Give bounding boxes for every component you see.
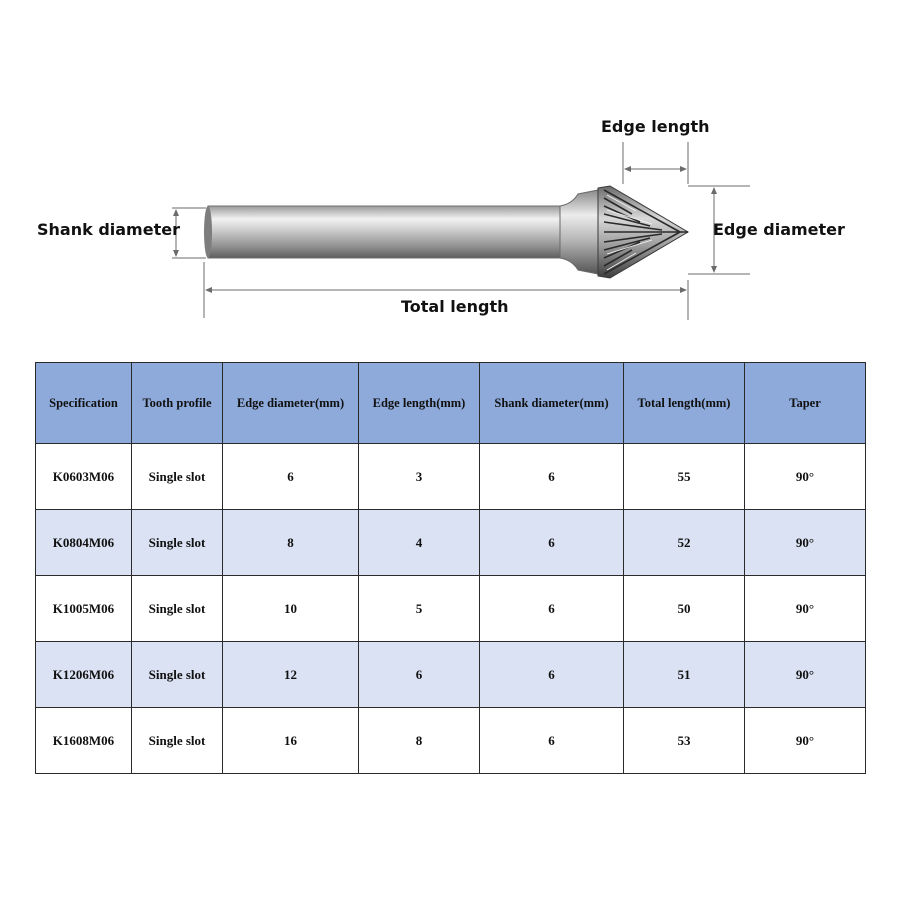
cell-tooth-profile: Single slot bbox=[131, 509, 223, 576]
shank bbox=[204, 205, 561, 259]
cell-edge-diameter: 12 bbox=[222, 641, 359, 708]
cell-taper: 90° bbox=[744, 443, 866, 510]
table-row: K0804M06 Single slot 8 4 6 52 90° bbox=[35, 509, 866, 576]
specification-table: Specification Tooth profile Edge diamete… bbox=[35, 362, 866, 774]
header-tooth-profile: Tooth profile bbox=[131, 362, 223, 444]
header-shank-diameter: Shank diameter(mm) bbox=[479, 362, 624, 444]
table-row: K1005M06 Single slot 10 5 6 50 90° bbox=[35, 575, 866, 642]
cell-shank-diameter: 6 bbox=[479, 707, 624, 774]
cell-specification: K0804M06 bbox=[35, 509, 132, 576]
cell-total-length: 50 bbox=[623, 575, 745, 642]
cell-total-length: 55 bbox=[623, 443, 745, 510]
table-row: K0603M06 Single slot 6 3 6 55 90° bbox=[35, 443, 866, 510]
cell-tooth-profile: Single slot bbox=[131, 707, 223, 774]
cell-tooth-profile: Single slot bbox=[131, 641, 223, 708]
cell-tooth-profile: Single slot bbox=[131, 443, 223, 510]
table-row: K1206M06 Single slot 12 6 6 51 90° bbox=[35, 641, 866, 708]
cell-edge-length: 8 bbox=[358, 707, 480, 774]
cell-edge-diameter: 16 bbox=[222, 707, 359, 774]
edge-diameter-label: Edge diameter bbox=[713, 220, 845, 239]
cell-edge-diameter: 10 bbox=[222, 575, 359, 642]
cell-edge-length: 4 bbox=[358, 509, 480, 576]
countersink-burr-diagram bbox=[172, 142, 750, 320]
cell-specification: K1206M06 bbox=[35, 641, 132, 708]
cell-total-length: 51 bbox=[623, 641, 745, 708]
neck bbox=[559, 189, 599, 275]
cell-shank-diameter: 6 bbox=[479, 509, 624, 576]
cell-specification: K1005M06 bbox=[35, 575, 132, 642]
table-header-row: Specification Tooth profile Edge diamete… bbox=[35, 362, 866, 444]
cell-taper: 90° bbox=[744, 641, 866, 708]
cell-shank-diameter: 6 bbox=[479, 443, 624, 510]
cell-taper: 90° bbox=[744, 707, 866, 774]
cell-edge-length: 3 bbox=[358, 443, 480, 510]
header-edge-length: Edge length(mm) bbox=[358, 362, 480, 444]
shank-diameter-label: Shank diameter bbox=[37, 220, 180, 239]
cell-shank-diameter: 6 bbox=[479, 575, 624, 642]
edge-length-label: Edge length bbox=[601, 117, 710, 136]
cell-specification: K1608M06 bbox=[35, 707, 132, 774]
header-specification: Specification bbox=[35, 362, 132, 444]
header-edge-diameter: Edge diameter(mm) bbox=[222, 362, 359, 444]
cell-total-length: 52 bbox=[623, 509, 745, 576]
dimension-lines bbox=[172, 142, 750, 320]
cutting-head bbox=[597, 185, 689, 279]
cell-edge-diameter: 6 bbox=[222, 443, 359, 510]
header-taper: Taper bbox=[744, 362, 866, 444]
cell-taper: 90° bbox=[744, 509, 866, 576]
cell-total-length: 53 bbox=[623, 707, 745, 774]
cell-taper: 90° bbox=[744, 575, 866, 642]
cell-edge-length: 6 bbox=[358, 641, 480, 708]
total-length-label: Total length bbox=[401, 297, 509, 316]
cell-edge-length: 5 bbox=[358, 575, 480, 642]
table-row: K1608M06 Single slot 16 8 6 53 90° bbox=[35, 707, 866, 774]
cell-edge-diameter: 8 bbox=[222, 509, 359, 576]
cell-tooth-profile: Single slot bbox=[131, 575, 223, 642]
cell-shank-diameter: 6 bbox=[479, 641, 624, 708]
header-total-length: Total length(mm) bbox=[623, 362, 745, 444]
cell-specification: K0603M06 bbox=[35, 443, 132, 510]
dimension-arrowheads bbox=[173, 166, 717, 293]
